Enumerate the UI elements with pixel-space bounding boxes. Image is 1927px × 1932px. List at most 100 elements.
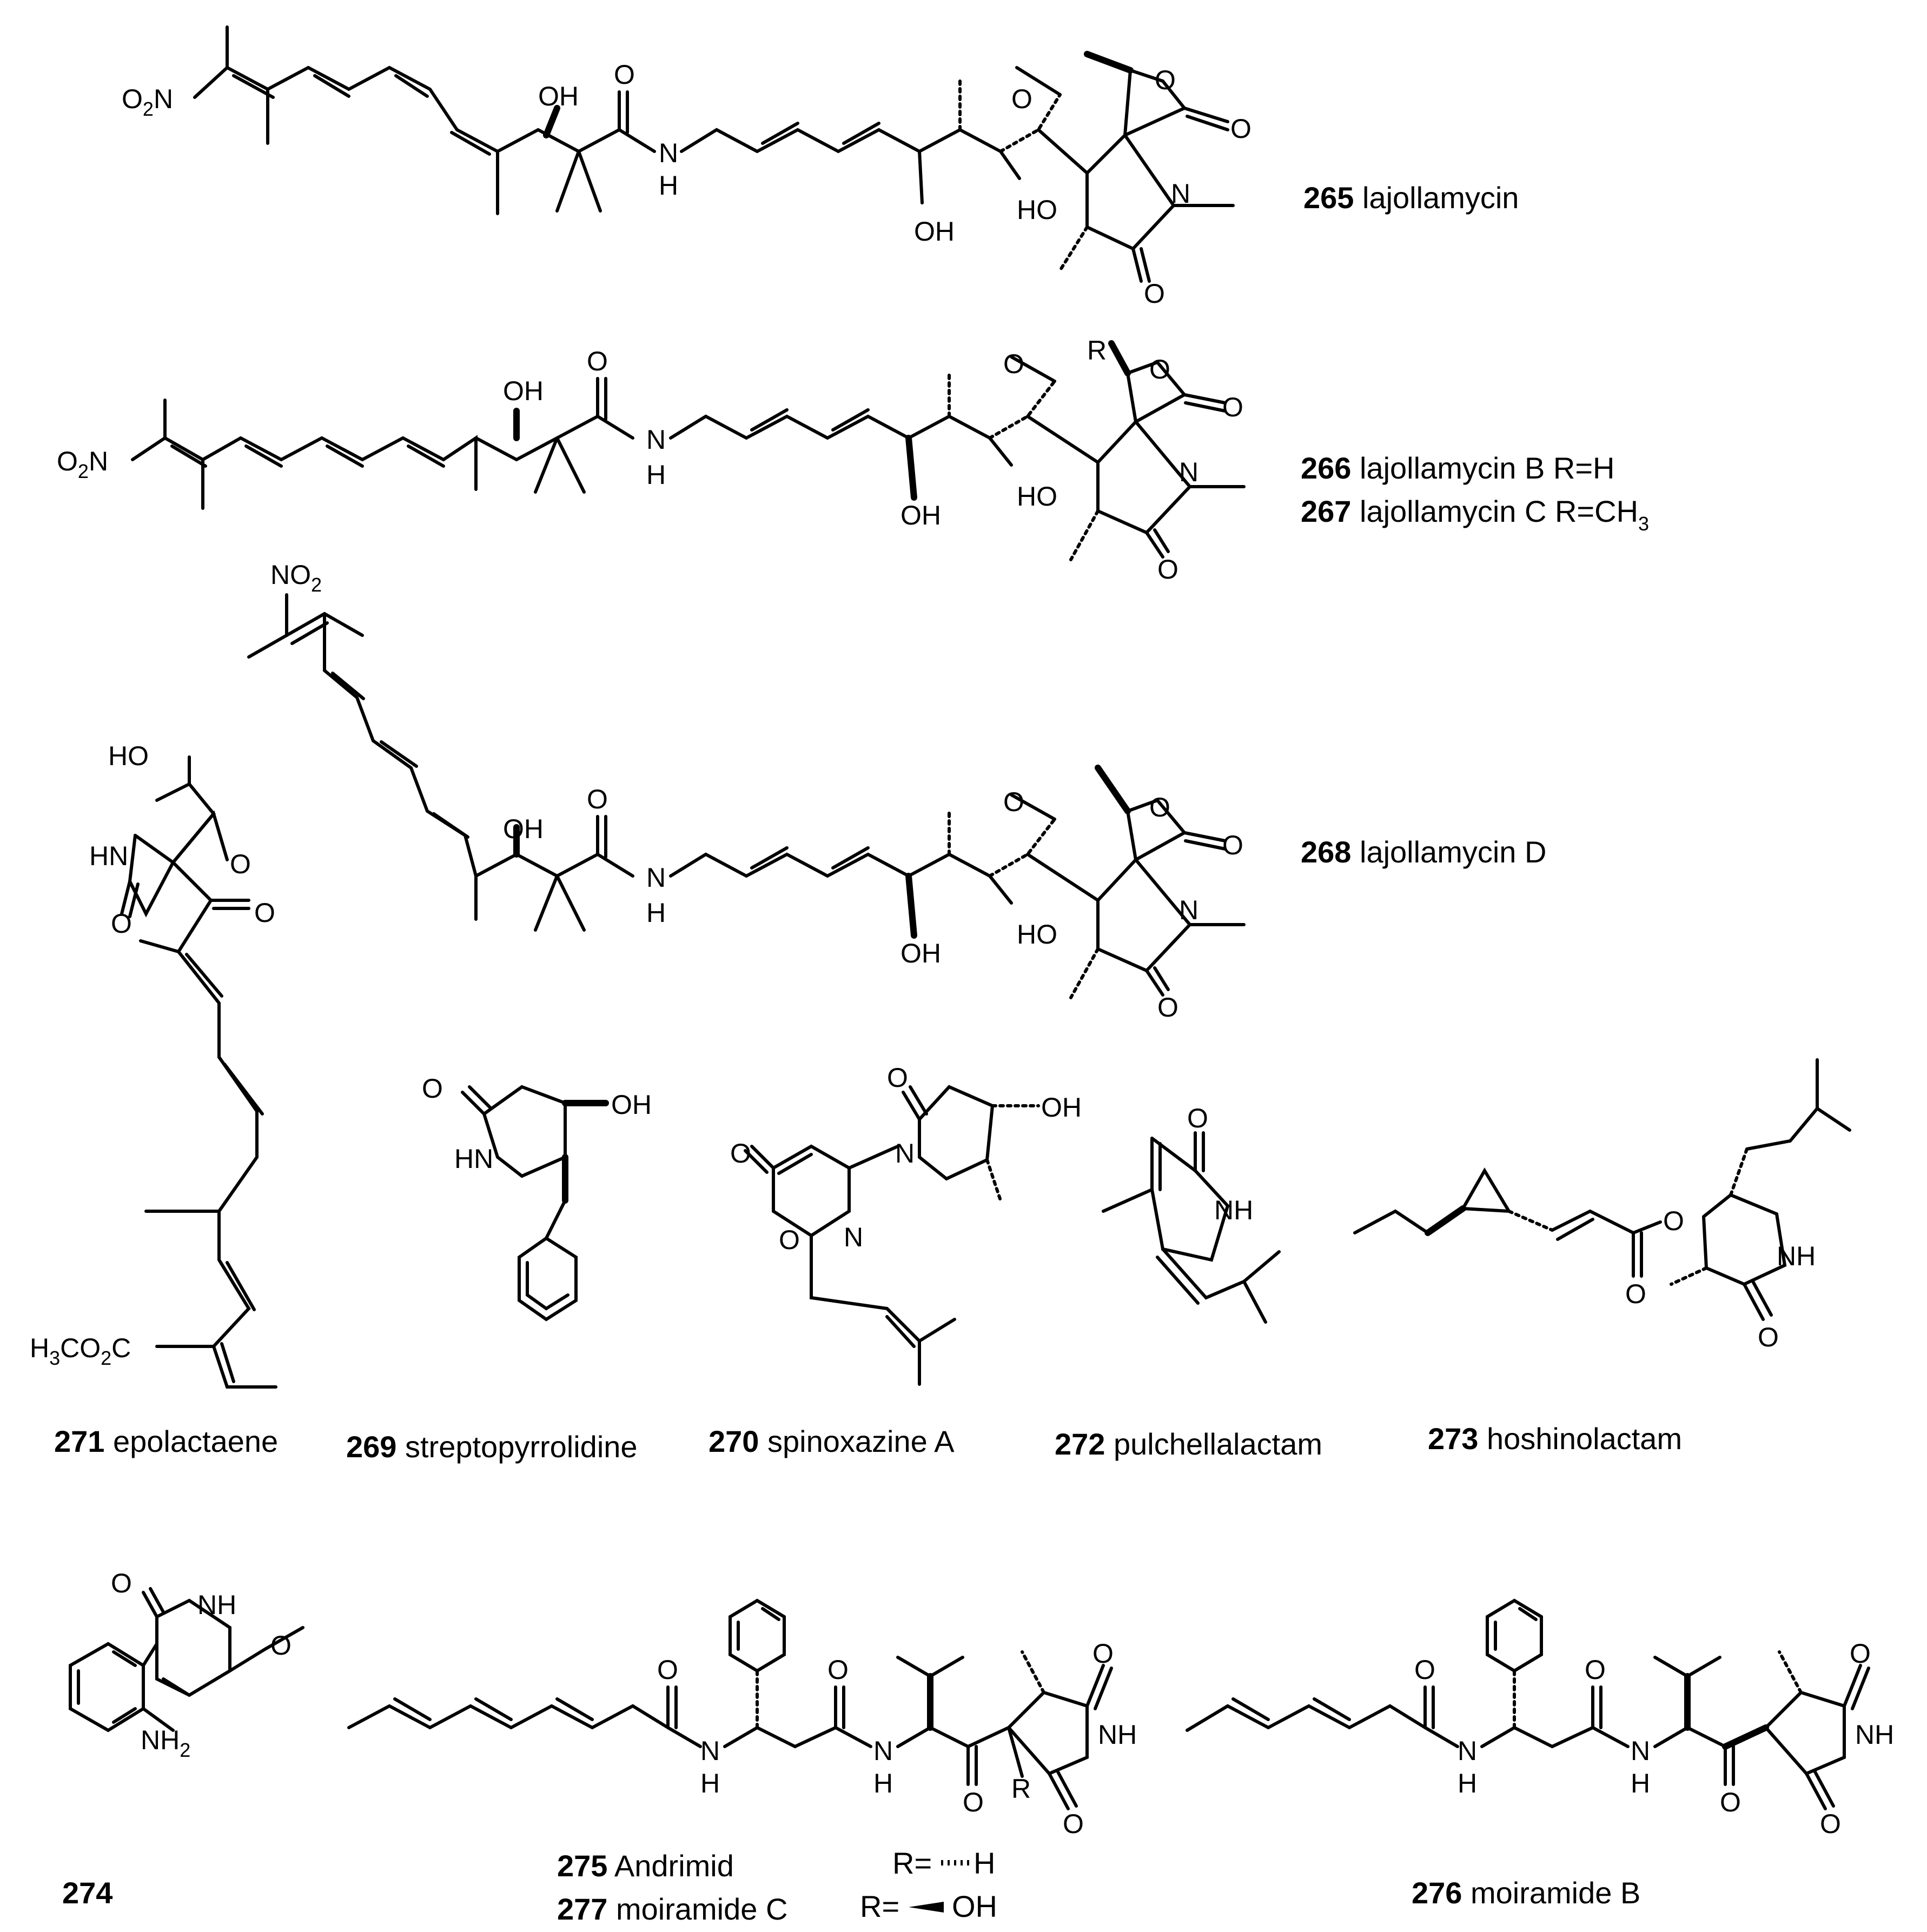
svg-text:OH: OH [503,814,544,844]
structure-269 [461,1085,609,1322]
svg-text:HO: HO [1017,195,1057,225]
svg-text:O: O [730,1138,751,1169]
svg-text:O: O [1230,114,1251,144]
svg-text:O: O [1157,992,1178,1023]
caption-266: 266 lajollamycin B R=H [1301,451,1615,485]
svg-text:O: O [1149,792,1170,822]
caption-267: 267 lajollamycin C R=CH3 [1301,494,1649,535]
svg-text:277 moiramide C: 277 moiramide C [557,1892,787,1926]
svg-text:N: N [646,862,666,893]
atom-labels-271: HO HN O O O H3CO2C [30,741,275,1369]
svg-text:O: O [111,1568,132,1598]
svg-text:OH: OH [952,1889,997,1923]
svg-text:OH: OH [503,376,544,406]
svg-text:O: O [779,1225,800,1255]
svg-text:O2N: O2N [57,446,108,482]
svg-text:NH: NH [1855,1719,1894,1750]
svg-text:H3CO2C: H3CO2C [30,1333,131,1369]
svg-text:N: N [700,1736,720,1766]
caption-273: 273 hoshinolactam [1428,1422,1682,1456]
svg-text:O: O [1187,1103,1208,1133]
caption-275: 275 Andrimid R= H [557,1846,995,1883]
svg-text:R: R [1011,1774,1031,1804]
svg-text:NO2: NO2 [270,560,322,596]
svg-text:OH: OH [900,938,941,968]
structure-273 [1353,1058,1851,1321]
svg-text:N: N [844,1222,863,1252]
svg-text:NH2: NH2 [141,1725,190,1761]
svg-text:HN: HN [89,841,128,871]
caption-270: 270 spinoxazine A [708,1424,955,1458]
svg-text:O: O [657,1655,678,1685]
svg-text:O: O [1003,349,1024,379]
svg-text:NH: NH [1777,1241,1816,1271]
svg-text:H: H [700,1768,720,1798]
svg-text:H: H [646,460,666,490]
atom-labels-270: O OH N O N O [730,1063,1082,1255]
svg-text:HO: HO [1017,919,1057,950]
svg-text:O: O [1222,830,1243,860]
svg-text:HO: HO [108,741,149,771]
atom-labels-272: O NH [1187,1103,1253,1225]
svg-text:O2N: O2N [122,84,173,120]
caption-269: 269 streptopyrrolidine [346,1430,638,1464]
atom-labels-265: O2N OH O N H OH O HO O O N O [122,59,1251,309]
svg-text:O: O [230,849,251,879]
svg-text:O: O [270,1630,292,1661]
caption-272: 272 pulchellalactam [1055,1427,1322,1461]
svg-text:N: N [1631,1736,1650,1766]
svg-text:O: O [1149,354,1170,384]
svg-text:H: H [659,170,678,201]
structure-266-267 [131,340,1246,561]
structure-274 [69,1587,304,1732]
caption-276: 276 moiramide B [1412,1876,1640,1910]
structure-275-277 [347,1598,1113,1810]
svg-text:N: N [1179,895,1198,925]
svg-text:O: O [1157,554,1178,585]
svg-text:NH: NH [1098,1719,1137,1750]
svg-text:O: O [1820,1809,1841,1839]
svg-text:N: N [895,1138,915,1169]
svg-text:O: O [1003,787,1024,817]
svg-text:N: N [1179,457,1198,487]
svg-text:O: O [1850,1638,1871,1669]
svg-text:O: O [1222,392,1243,422]
atom-labels-266-267: O2N OH O N H OH O HO R O O N O [57,335,1243,585]
svg-text:O: O [963,1787,984,1817]
atom-labels-269: O OH HN [422,1073,652,1174]
structure-270 [744,1085,1040,1386]
svg-text:O: O [1155,65,1176,95]
caption-277: 277 moiramide C R= OH [557,1889,997,1926]
structure-271 [120,755,277,1389]
atom-labels-273: O O NH O [1625,1206,1816,1352]
svg-text:N: N [659,138,678,168]
svg-text:R=: R= [892,1846,932,1880]
svg-text:O: O [1585,1655,1606,1685]
structure-272 [1102,1131,1281,1324]
svg-text:HN: HN [454,1144,493,1174]
svg-text:O: O [422,1073,443,1104]
structure-276 [1186,1598,1870,1810]
caption-271: 271 epolactaene [54,1424,278,1458]
svg-text:O: O [254,898,275,928]
caption-274: 274 [62,1876,112,1910]
structure-268 [247,593,1246,999]
svg-text:H: H [1458,1768,1477,1798]
svg-text:N: N [873,1736,893,1766]
structure-265 [193,25,1235,283]
atom-labels-268: NO2 OH O N H OH O HO O O N O [270,560,1243,1023]
svg-text:OH: OH [538,81,579,111]
atom-labels-275-277: O N H O N H O R O NH O [657,1638,1137,1839]
svg-text:O: O [887,1063,908,1093]
svg-text:NH: NH [197,1590,236,1620]
svg-text:H: H [646,898,666,928]
svg-text:O: O [111,908,132,939]
caption-268: 268 lajollamycin D [1301,835,1546,869]
svg-text:H: H [1631,1768,1650,1798]
svg-text:O: O [1720,1787,1741,1817]
svg-text:OH: OH [611,1090,652,1120]
svg-text:O: O [1414,1655,1435,1685]
svg-text:O: O [587,346,608,376]
svg-text:N: N [646,424,666,455]
